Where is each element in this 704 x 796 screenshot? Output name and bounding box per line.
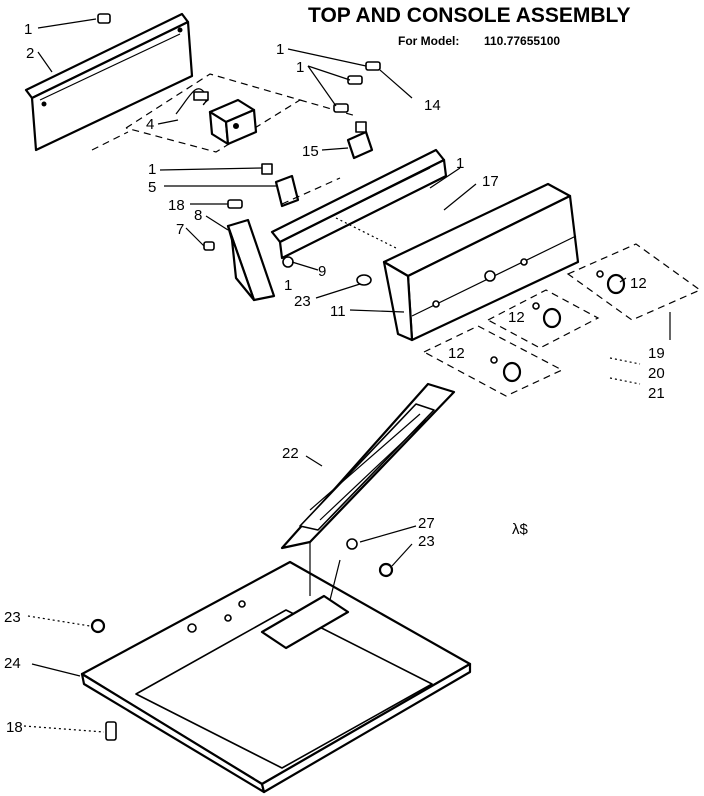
knob-part: [596, 270, 626, 295]
callout-label: 23: [294, 293, 311, 310]
model-number: 110.77655100: [484, 34, 560, 48]
rear-panel-part: [24, 12, 194, 152]
callout-label: 18: [6, 719, 23, 736]
wire-harness-part: [175, 88, 209, 115]
nut-part: [378, 562, 394, 578]
callout-label: 12: [448, 345, 465, 362]
callout-label: 12: [630, 275, 647, 292]
callout-label: 22: [282, 445, 299, 462]
leader-lines: [23, 18, 671, 733]
callout-label: 18: [168, 197, 185, 214]
screw-part: [346, 538, 358, 550]
screw-part: [105, 721, 117, 741]
callout-label: 11: [330, 303, 346, 320]
control-channel-part: [270, 148, 448, 260]
top-panel-part: [80, 542, 472, 794]
callout-label: 4: [146, 116, 154, 133]
switch-part: [346, 121, 374, 160]
bracket-part: [261, 163, 300, 208]
console-panel-part: [382, 182, 580, 342]
callout-label: 5: [148, 179, 156, 196]
knob-group-outline: [422, 325, 564, 397]
screw-part: [333, 61, 381, 113]
callout-label: 12: [508, 309, 525, 326]
callout-label: 9: [318, 263, 326, 280]
callout-label: 27: [418, 515, 435, 532]
knob-group-outline: [566, 243, 702, 321]
callout-label: 8: [194, 207, 202, 224]
screw-part: [282, 256, 294, 268]
callout-label: 1: [276, 41, 284, 58]
callout-label: 19: [648, 345, 665, 362]
callout-label: 23: [418, 533, 435, 550]
model-label: For Model:: [398, 34, 459, 48]
callout-label: 1: [296, 59, 304, 76]
knob-part: [532, 302, 562, 329]
callout-label: 21: [648, 385, 665, 402]
callout-label: 7: [176, 221, 184, 238]
callout-label: 1: [456, 155, 464, 172]
callout-label: 23: [4, 609, 21, 626]
knob-group-outline: [486, 289, 600, 349]
nut-part: [90, 618, 106, 634]
page-mark: λ$: [512, 521, 529, 538]
diagram-title: TOP AND CONSOLE ASSEMBLY: [308, 4, 630, 27]
callout-label: 20: [648, 365, 665, 382]
callout-label: 24: [4, 655, 21, 672]
console-support-part: [226, 218, 276, 302]
callout-label: 14: [424, 97, 441, 114]
callout-label: 1: [24, 21, 32, 38]
callout-labels: 1 2 1 1 14 4 15 1 17 1 5 18 8 7 9 1 23 1…: [4, 21, 665, 736]
nut-part: [356, 274, 372, 286]
callout-label: 1: [148, 161, 156, 178]
screw-part: [97, 13, 111, 24]
callout-label: 17: [482, 173, 499, 190]
knob-part: [490, 356, 522, 383]
callout-label: 15: [302, 143, 319, 160]
lint-filter-part: [280, 382, 456, 550]
timer-motor-part: [208, 98, 258, 146]
callout-label: 2: [26, 45, 34, 62]
small-screw-part: [203, 199, 243, 251]
callout-label: 1: [284, 277, 292, 294]
